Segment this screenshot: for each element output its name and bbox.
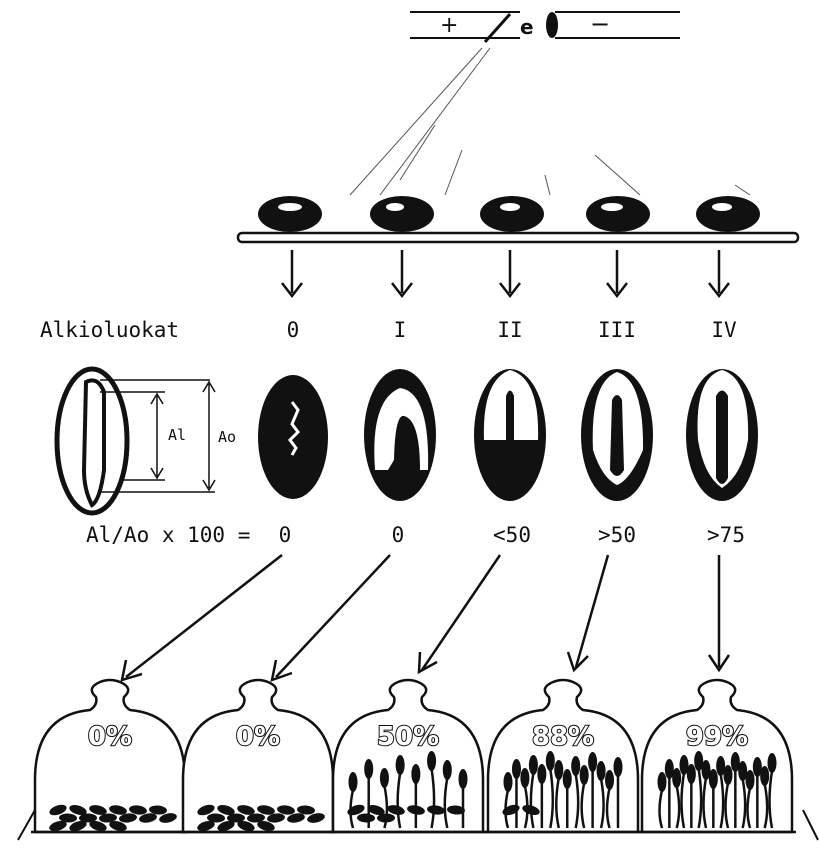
seedling-leaf: [597, 761, 606, 781]
seedling-leaf: [687, 764, 696, 784]
seedling-leaf: [529, 755, 538, 775]
class-label-0: 0: [287, 318, 300, 342]
seedling-leaf: [349, 772, 358, 792]
class-label-3: III: [598, 318, 636, 342]
ratio-class-0: 0: [279, 523, 292, 547]
seedling-leaf: [520, 768, 529, 788]
xray-beams: [350, 48, 750, 195]
seedling-leaf: [605, 770, 614, 790]
seedling-leaf: [512, 759, 521, 779]
class-label-4: IV: [711, 318, 737, 342]
bell-jar-2: 50%: [329, 680, 487, 832]
xray-seed-class-1: [364, 369, 436, 501]
ratio-class-1: 0: [392, 523, 405, 547]
bell-jar-4: 99%: [638, 680, 796, 832]
ground-line-right: [803, 810, 818, 840]
xray-tube: + e −: [410, 10, 680, 42]
seedling-leaf: [760, 766, 769, 786]
tray-seed: [586, 196, 650, 232]
bell-jar-0: 0%: [31, 680, 189, 833]
xray-seed-class-3: [581, 369, 653, 501]
ratio-class-3: >50: [598, 523, 636, 547]
bell-jar-3: 88%: [484, 680, 642, 832]
result-arrows: [122, 555, 729, 680]
seedling-leaf: [672, 768, 681, 788]
tray-arrows: [282, 250, 729, 296]
seedling-leaf: [380, 768, 389, 788]
seedling-leaf: [580, 765, 589, 785]
class-label-1: I: [394, 318, 407, 342]
seedling-leaf: [563, 769, 572, 789]
seedling-leaf: [746, 770, 755, 790]
al-label: Al: [168, 426, 186, 444]
seedling-leaf: [427, 751, 436, 771]
seedling-leaf: [364, 759, 373, 779]
ao-label: Ao: [218, 428, 236, 446]
germination-percent-4: 99%: [686, 722, 748, 752]
germination-percent-0: 0%: [88, 722, 132, 752]
row-label-alkioluokat: Alkioluokat: [40, 318, 179, 342]
xray-seed-class-4: [686, 369, 758, 501]
tray-seed: [370, 196, 434, 232]
xray-seed-class-2: [474, 369, 546, 501]
seedling-leaf: [396, 755, 405, 775]
tube-plus-label: +: [440, 13, 458, 38]
tray-seed: [480, 196, 544, 232]
germination-percent-2: 50%: [377, 722, 439, 752]
seed-tray: [238, 196, 798, 242]
germination-jars: 0% 0% 50% 88% 99%: [31, 680, 796, 833]
seedling-leaf: [588, 752, 597, 772]
seedling-leaf: [546, 751, 555, 771]
seedling-leaf: [768, 753, 777, 773]
class-label-2: II: [497, 318, 522, 342]
seedling-leaf: [411, 764, 420, 784]
seedling-leaf: [709, 769, 718, 789]
seedling-leaf: [724, 765, 733, 785]
measurement-legend: Al Ao: [57, 369, 236, 513]
germination-percent-3: 88%: [532, 722, 594, 752]
ground-line-left: [18, 810, 35, 840]
seedling-leaf: [571, 756, 580, 776]
formula-label: Al/Ao x 100 =: [86, 523, 250, 547]
ratio-class-4: >75: [707, 523, 745, 547]
tray-seed: [696, 196, 760, 232]
ratio-class-2: <50: [493, 523, 531, 547]
germination-percent-1: 0%: [236, 722, 280, 752]
seedling-leaf: [658, 772, 667, 792]
seedling-leaf: [614, 757, 623, 777]
seedling-leaf: [504, 772, 513, 792]
bell-jar-1: 0%: [179, 680, 337, 833]
seedling-leaf: [537, 764, 546, 784]
seedling-leaf: [554, 760, 563, 780]
tube-minus-label: −: [590, 10, 610, 38]
seedling-leaf: [443, 760, 452, 780]
tube-electron-label: e: [520, 15, 534, 39]
xray-seed-class-0: [258, 375, 328, 499]
seedling-leaf: [459, 769, 468, 789]
tray-seed: [258, 196, 322, 232]
